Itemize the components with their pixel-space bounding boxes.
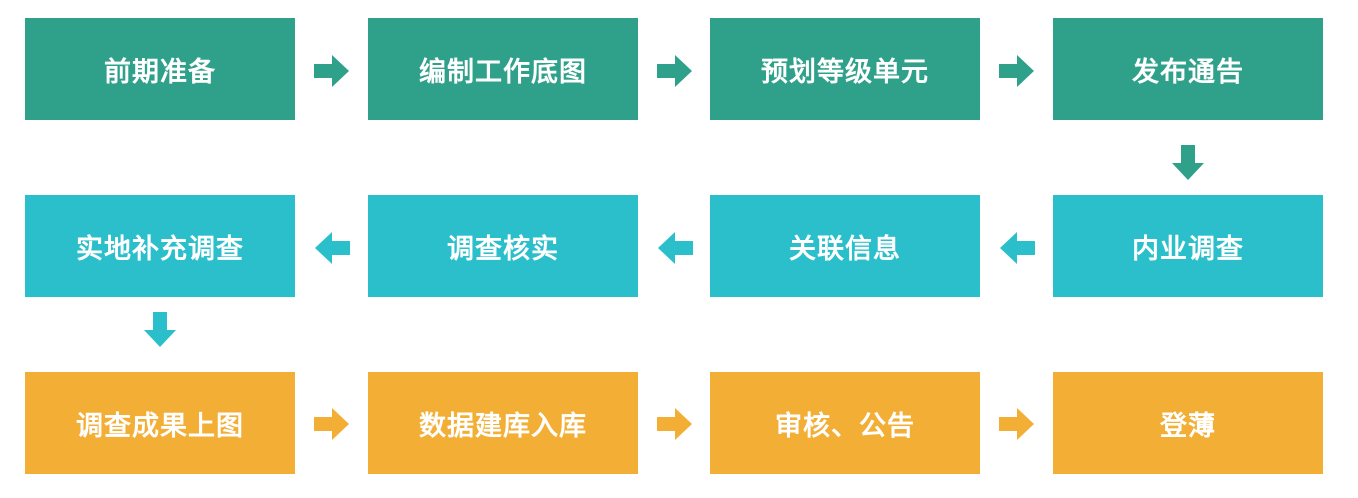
- arrow-right-icon: [657, 408, 692, 440]
- arrow-right-icon: [314, 408, 349, 440]
- step-box-5: 内业调查: [1053, 195, 1323, 297]
- step-label: 实地补充调查: [76, 233, 244, 265]
- step-label: 调查核实: [447, 233, 559, 265]
- step-box-8: 实地补充调查: [25, 195, 295, 297]
- step-box-7: 调查核实: [368, 195, 638, 297]
- arrow-right-icon: [999, 55, 1034, 87]
- arrow-right-icon: [999, 408, 1034, 440]
- step-label: 登薄: [1160, 410, 1216, 442]
- step-box-11: 审核、公告: [710, 372, 980, 474]
- step-label: 内业调查: [1132, 233, 1244, 265]
- arrow-down-icon: [1172, 145, 1204, 180]
- step-label: 审核、公告: [775, 410, 915, 442]
- step-label: 数据建库入库: [419, 410, 587, 442]
- step-label: 调查成果上图: [76, 410, 244, 442]
- step-label: 发布通告: [1132, 56, 1244, 88]
- step-box-4: 发布通告: [1053, 18, 1323, 120]
- step-label: 前期准备: [104, 56, 216, 88]
- step-box-3: 预划等级单元: [710, 18, 980, 120]
- step-label: 预划等级单元: [761, 56, 929, 88]
- arrow-left-icon: [658, 232, 693, 264]
- arrow-right-icon: [657, 55, 692, 87]
- step-box-2: 编制工作底图: [368, 18, 638, 120]
- step-label: 编制工作底图: [419, 56, 587, 88]
- step-box-1: 前期准备: [25, 18, 295, 120]
- arrow-down-icon: [144, 312, 176, 347]
- step-box-10: 数据建库入库: [368, 372, 638, 474]
- step-box-9: 调查成果上图: [25, 372, 295, 474]
- arrow-left-icon: [315, 232, 350, 264]
- step-label: 关联信息: [789, 233, 901, 265]
- step-box-12: 登薄: [1053, 372, 1323, 474]
- arrow-right-icon: [314, 55, 349, 87]
- arrow-left-icon: [1000, 232, 1035, 264]
- step-box-6: 关联信息: [710, 195, 980, 297]
